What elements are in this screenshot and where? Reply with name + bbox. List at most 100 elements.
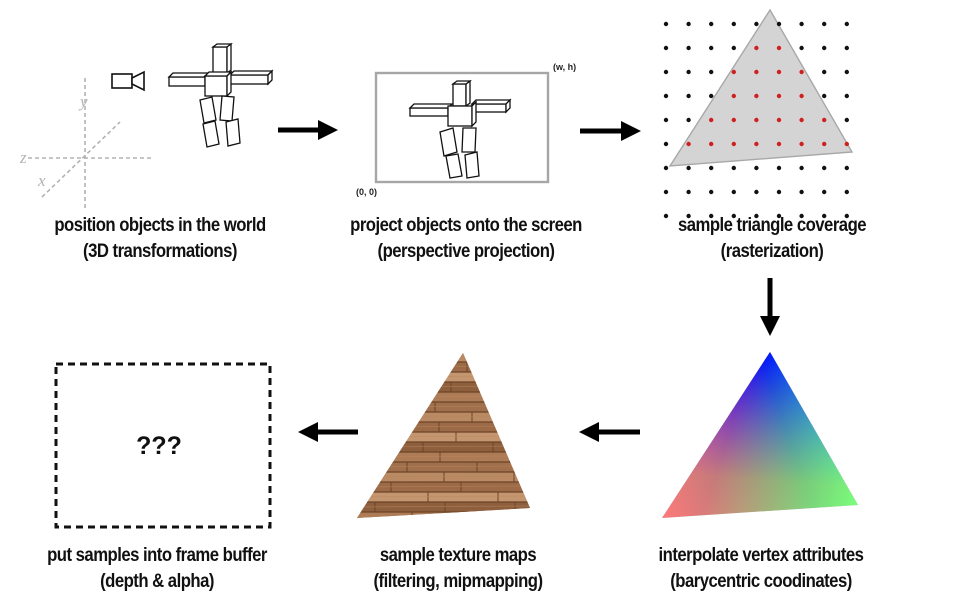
x-axis-line	[41, 121, 121, 198]
wood-plank	[357, 422, 530, 432]
covered-sample-dot	[731, 117, 736, 123]
sample-dot	[844, 45, 849, 51]
covered-sample-dot	[754, 45, 759, 51]
sample-dot	[709, 45, 714, 51]
sample-dot	[686, 21, 691, 27]
screen-origin-label: (0, 0)	[356, 187, 378, 197]
sample-dot	[799, 165, 804, 171]
sample-dot	[686, 213, 691, 219]
flow-arrows	[278, 120, 780, 442]
covered-sample-dot	[799, 141, 804, 147]
wood-plank	[357, 442, 530, 452]
wood-plank	[357, 452, 530, 462]
wood-plank	[357, 462, 530, 472]
robot-figure-world	[167, 42, 274, 148]
covered-sample-dot	[731, 69, 736, 75]
sample-dot	[822, 189, 827, 195]
sample-dot	[686, 117, 691, 123]
caption-rasterize-title: sample triangle coverage	[677, 215, 867, 236]
caption-world-title: position objects in the world	[54, 215, 266, 236]
covered-sample-dot	[822, 141, 827, 147]
covered-sample-dot	[776, 69, 782, 75]
sample-dot	[709, 189, 714, 195]
sample-dot	[799, 21, 804, 27]
wood-grain	[357, 375, 530, 378]
sample-dot	[663, 69, 669, 75]
wood-grain	[357, 425, 530, 428]
axis-label-z: z	[19, 148, 27, 167]
sample-dot	[799, 189, 804, 195]
sample-dot	[663, 45, 669, 51]
wood-plank	[357, 392, 530, 402]
covered-sample-dot	[754, 117, 759, 123]
caption-texture-subtitle: (filtering, mipmapping)	[373, 571, 544, 592]
barycentric-triangle	[662, 352, 858, 518]
sample-dot	[663, 117, 669, 123]
wood-plank	[357, 432, 530, 442]
sample-dot	[754, 21, 759, 27]
sample-dot	[663, 213, 669, 219]
wood-plank	[357, 412, 530, 422]
axis-label-x: x	[37, 171, 46, 190]
wood-grain	[357, 365, 530, 368]
sample-dot	[686, 165, 691, 171]
sample-dot	[844, 165, 849, 171]
caption-project: project objects onto the screen (perspec…	[325, 213, 607, 265]
caption-rasterize-subtitle: (rasterization)	[720, 241, 824, 262]
wood-grain	[357, 495, 530, 498]
wood-plank	[357, 362, 530, 372]
caption-framebuffer-title: put samples into frame buffer	[47, 545, 267, 566]
wood-plank	[357, 492, 530, 502]
covered-sample-dot	[776, 117, 782, 123]
camera-icon	[111, 70, 145, 92]
covered-sample-dot	[754, 69, 759, 75]
sample-dot	[709, 165, 714, 171]
sample-dot	[822, 45, 827, 51]
coverage-triangle	[668, 8, 854, 167]
caption-texture: sample texture maps (filtering, mipmappi…	[317, 543, 599, 595]
covered-sample-dot	[776, 141, 782, 147]
sample-dot	[799, 213, 804, 219]
covered-sample-dot	[754, 141, 759, 147]
sample-dot	[754, 213, 759, 219]
sample-dot	[686, 93, 691, 99]
sample-dot	[822, 93, 827, 99]
sample-dot	[686, 69, 691, 75]
wood-texture-triangle	[357, 353, 530, 518]
wood-grain	[357, 395, 530, 398]
covered-sample-dot	[822, 117, 827, 123]
sample-dot	[844, 213, 849, 219]
world-axes	[28, 78, 152, 208]
sample-dot	[663, 189, 669, 195]
wood-plank	[357, 382, 530, 392]
sample-dot	[822, 213, 827, 219]
sample-dot	[844, 117, 849, 123]
caption-world-subtitle: (3D transformations)	[83, 241, 237, 262]
wood-grain	[357, 355, 530, 358]
wood-grain	[357, 445, 530, 448]
covered-sample-dot	[731, 93, 736, 99]
screen-corner-label: (w, h)	[553, 62, 577, 72]
wood-plank	[357, 502, 530, 512]
sample-dot	[731, 213, 736, 219]
sample-dot	[709, 21, 714, 27]
wood-plank	[357, 482, 530, 492]
sample-dot	[709, 213, 714, 219]
caption-rasterize: sample triangle coverage (rasterization)	[631, 213, 913, 265]
caption-project-title: project objects onto the screen	[350, 215, 582, 236]
wood-grain	[357, 505, 530, 508]
covered-sample-dot	[731, 141, 736, 147]
covered-sample-dot	[709, 141, 714, 147]
caption-interpolate: interpolate vertex attributes (barycentr…	[620, 543, 902, 595]
caption-interpolate-title: interpolate vertex attributes	[658, 545, 864, 566]
sample-dot	[731, 21, 736, 27]
caption-framebuffer: put samples into frame buffer (depth & a…	[16, 543, 298, 595]
caption-world: position objects in the world (3D transf…	[19, 213, 301, 265]
wood-grain	[357, 405, 530, 408]
sample-dot	[776, 21, 782, 27]
robot-figure-projected	[408, 79, 512, 179]
sample-dot	[686, 45, 691, 51]
sample-dot	[731, 165, 736, 171]
